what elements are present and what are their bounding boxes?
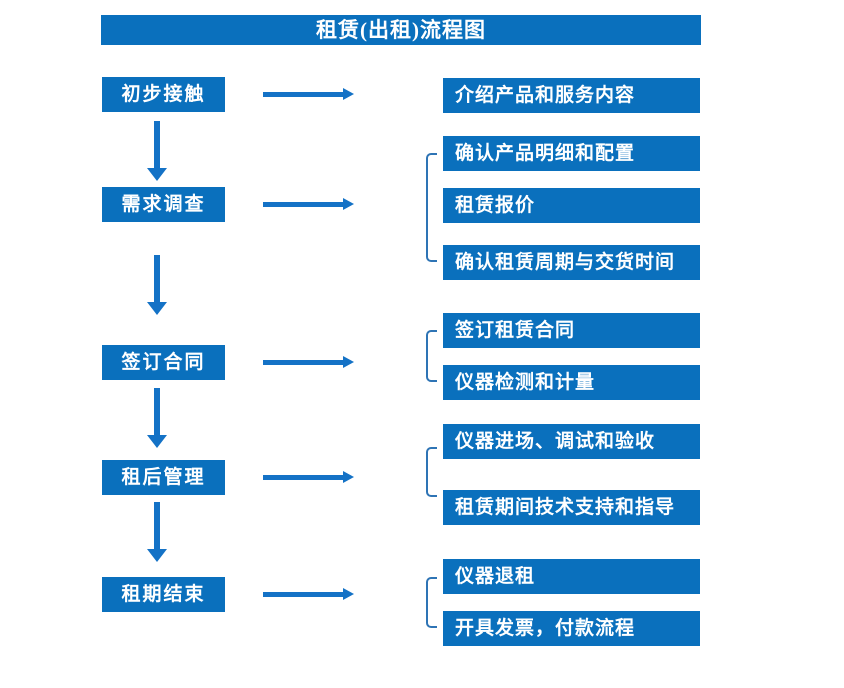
- right-arrow-icon: [263, 471, 354, 484]
- detail-box-confirm-period: 确认租赁周期与交货时间: [443, 245, 700, 280]
- right-arrow-icon: [263, 198, 354, 211]
- right-arrow-icon: [263, 356, 354, 369]
- group-bracket: [426, 447, 437, 497]
- detail-box-instrument-return: 仪器退租: [443, 559, 700, 594]
- step-box-initial-contact: 初步接触: [102, 77, 225, 112]
- group-bracket: [426, 330, 437, 382]
- right-arrow-icon: [263, 588, 354, 601]
- detail-box-invoice-payment: 开具发票，付款流程: [443, 611, 700, 646]
- right-arrow-icon: [263, 88, 354, 101]
- page-title: 租赁(出租)流程图: [101, 15, 701, 45]
- step-box-demand-survey: 需求调查: [102, 187, 225, 222]
- detail-box-sign-rental-contract: 签订租赁合同: [443, 313, 700, 348]
- detail-box-tech-support: 租赁期间技术支持和指导: [443, 490, 700, 525]
- step-box-post-rental: 租后管理: [102, 460, 225, 495]
- detail-box-introduce-products: 介绍产品和服务内容: [443, 78, 700, 113]
- group-bracket: [426, 153, 437, 262]
- detail-box-confirm-product-spec: 确认产品明细和配置: [443, 136, 700, 171]
- step-box-rental-end: 租期结束: [102, 577, 225, 612]
- group-bracket: [426, 577, 437, 628]
- detail-box-rental-quote: 租赁报价: [443, 188, 700, 223]
- step-box-sign-contract: 签订合同: [102, 345, 225, 380]
- down-arrow-icon: [147, 121, 167, 181]
- down-arrow-icon: [147, 502, 167, 562]
- detail-box-instrument-testing: 仪器检测和计量: [443, 365, 700, 400]
- down-arrow-icon: [147, 388, 167, 448]
- detail-box-instrument-arrival: 仪器进场、调试和验收: [443, 424, 700, 459]
- down-arrow-icon: [147, 255, 167, 315]
